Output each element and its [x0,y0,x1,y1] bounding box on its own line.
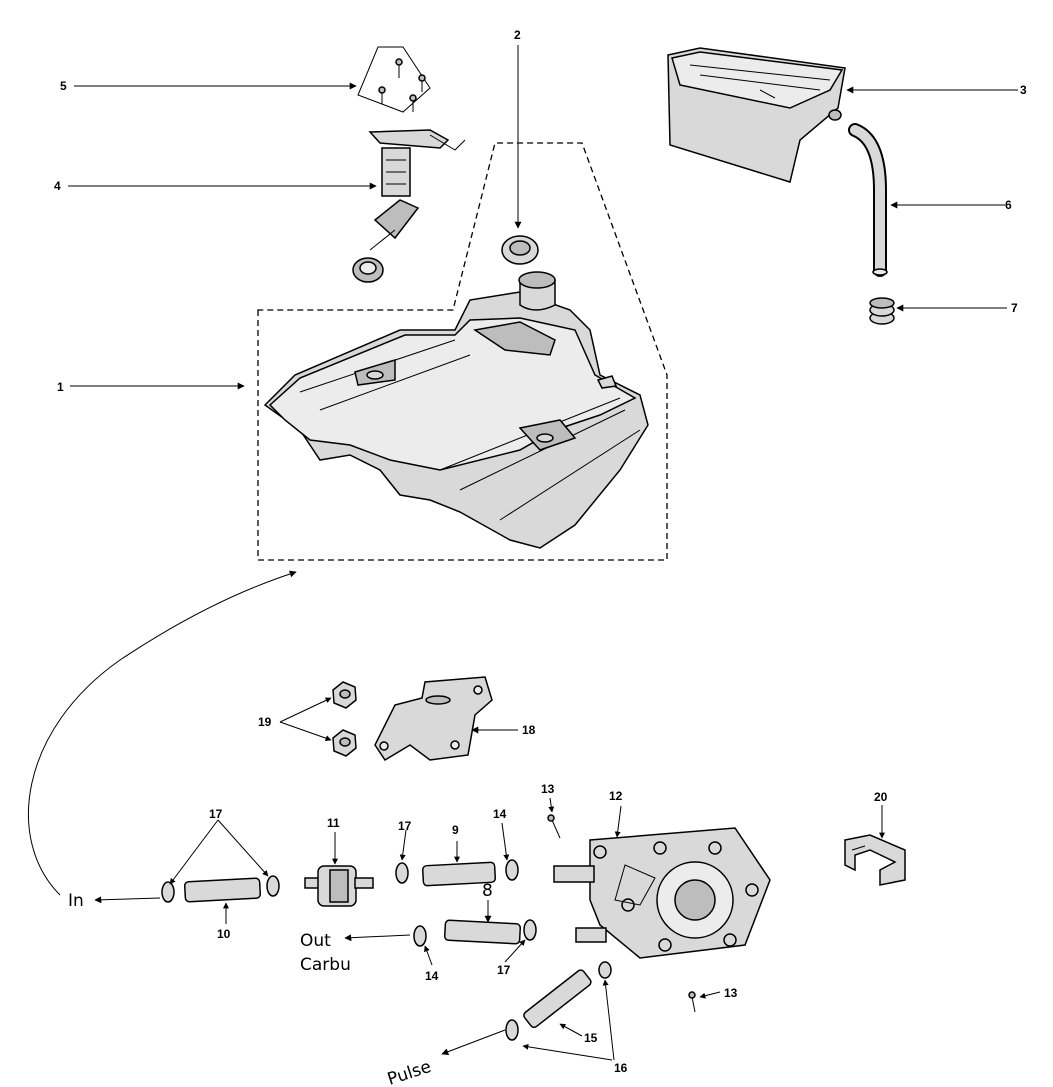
callout-17-left: 17 [209,807,223,821]
callout-14-bottom: 14 [425,969,439,983]
callout-9: 9 [452,823,459,837]
screws [547,814,696,1013]
label-pulse: Pulse [385,1057,434,1087]
label-carbu: Carbu [300,955,351,975]
hose-8 [443,919,522,945]
callout-1: 1 [57,380,64,394]
fuel-filter [304,865,374,907]
callout-4: 4 [54,179,61,193]
grommet [869,297,895,325]
label-out: Out [300,931,331,951]
mounting-bracket [374,676,493,762]
fuel-pump [553,827,771,959]
hose [848,123,888,277]
callout-3: 3 [1020,83,1027,97]
callout-13-bottom: 13 [724,986,738,1000]
callout-12: 12 [609,789,623,803]
callout-15: 15 [584,1031,598,1045]
callout-7: 7 [1011,301,1018,315]
clamp [161,859,612,1041]
fuel-tank [263,271,649,549]
callout-20: 20 [874,790,888,804]
callout-19: 19 [258,715,272,729]
tank-group-outline [257,142,668,561]
callout-10: 10 [217,927,231,941]
hose-15 [523,969,592,1029]
screw-set [357,46,431,113]
callout-16: 16 [614,1061,628,1075]
hose-9 [421,861,497,887]
nuts [332,681,357,757]
callout-17-bottom: 17 [497,963,511,977]
callout-6: 6 [1005,198,1012,212]
callout-17-middle: 17 [398,819,412,833]
callout-5: 5 [60,79,67,93]
callout-18: 18 [522,723,536,737]
label-in: In [68,891,84,911]
callout-13-top: 13 [541,782,555,796]
oil-tank [667,47,846,183]
callout-8: 8 [482,881,493,901]
hose-10 [183,877,262,903]
clip [844,834,906,886]
callout-11: 11 [327,816,340,830]
fuel-cap [501,235,539,265]
fuel-sender-assembly [352,129,466,283]
callout-2: 2 [514,28,521,42]
callout-14-top: 14 [493,807,507,821]
